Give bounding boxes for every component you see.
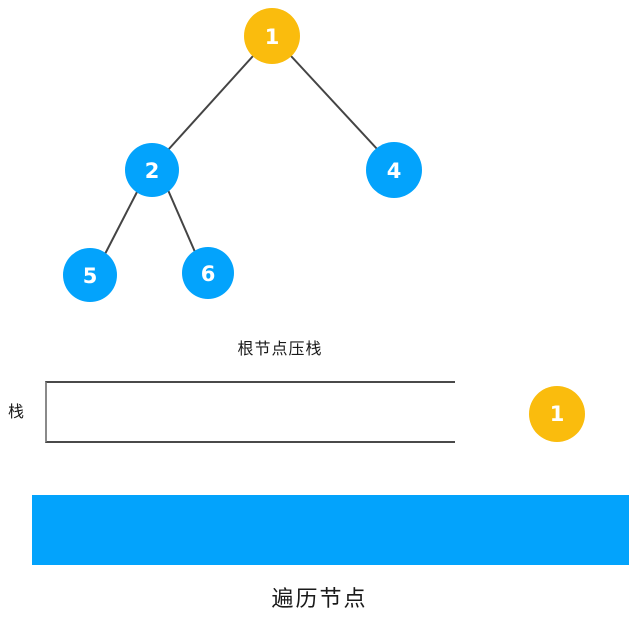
- binary-tree-graphic: 1 2 4 5 6: [63, 8, 422, 302]
- edge-root-to-2: [167, 55, 254, 151]
- tree-node-1[interactable]: 1: [244, 8, 300, 64]
- tree-node-5-label: 5: [83, 264, 98, 288]
- tree-node-1-label: 1: [265, 25, 280, 49]
- tree-node-1-circle: [244, 8, 300, 64]
- tree-node-2-label: 2: [145, 159, 160, 183]
- tree-node-4-label: 4: [387, 159, 402, 183]
- stack-container[interactable]: [45, 381, 455, 443]
- tree-node-6-circle: [182, 247, 234, 299]
- edge-2-to-6: [167, 189, 196, 253]
- tree-node-6[interactable]: 6: [182, 247, 234, 299]
- stack-label: 栈: [8, 402, 25, 421]
- push-root-caption: 根节点压栈: [237, 339, 323, 358]
- edge-root-to-4: [290, 55, 379, 151]
- edge-2-to-5: [104, 191, 138, 255]
- tree-node-6-label: 6: [201, 262, 216, 286]
- tree-node-2-circle: [125, 143, 179, 197]
- tree-node-5-circle: [63, 248, 117, 302]
- pushed-node-1[interactable]: 1: [529, 386, 585, 442]
- tree-node-4[interactable]: 4: [366, 142, 422, 198]
- tree-node-4-circle: [366, 142, 422, 198]
- traverse-progress-bar: [32, 495, 629, 565]
- tree-node-2[interactable]: 2: [125, 143, 179, 197]
- tree-edges: [104, 55, 379, 255]
- tree-node-5[interactable]: 5: [63, 248, 117, 302]
- traverse-node-caption: 遍历节点: [271, 587, 368, 612]
